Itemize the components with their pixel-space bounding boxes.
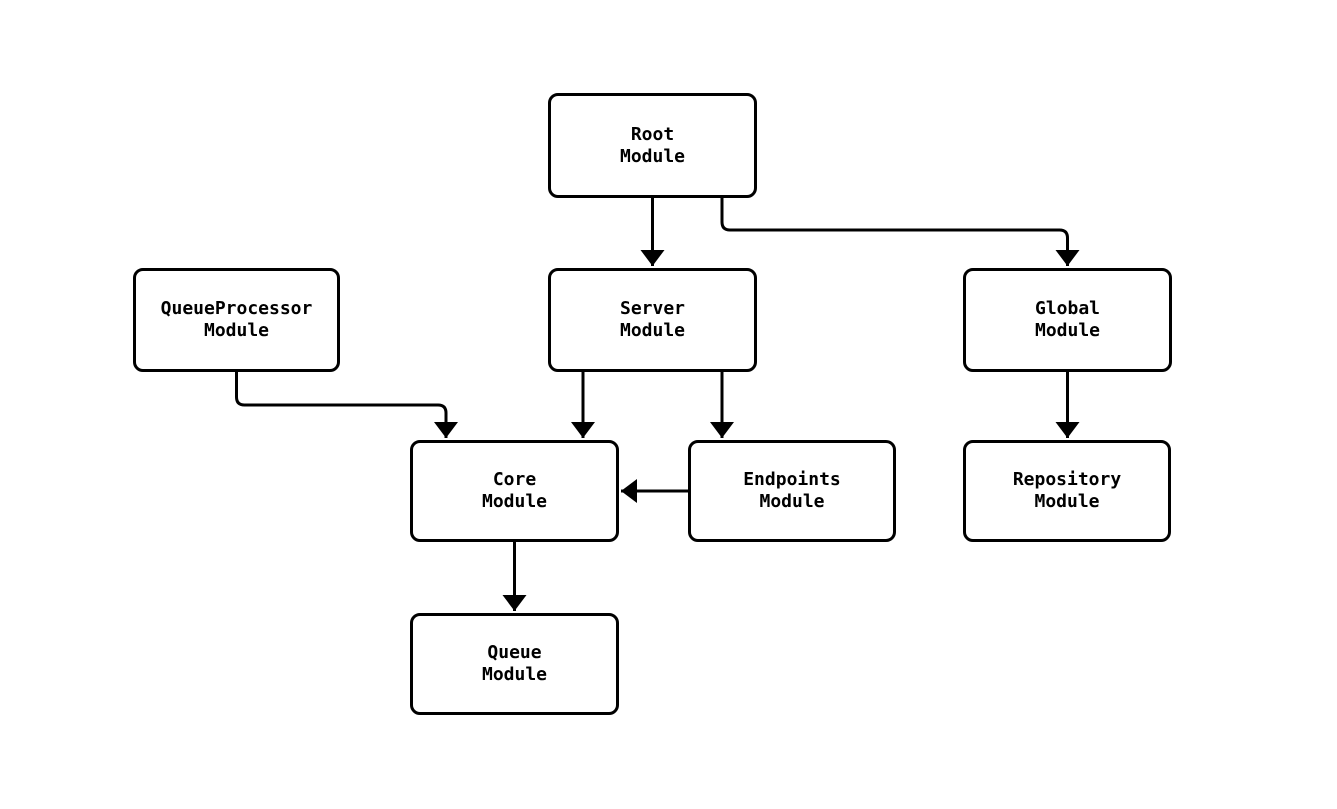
node-core-module: Core Module	[410, 440, 619, 542]
node-label-line2: Module	[481, 491, 548, 512]
node-label-line2: Module	[1034, 491, 1100, 512]
node-label-line1: QueueProcessor	[160, 298, 313, 319]
node-label-line2: Module	[1034, 320, 1101, 341]
node-repository-module: Repository Module	[963, 440, 1171, 542]
node-server-module: Server Module	[548, 268, 757, 372]
node-label-line1: Root	[630, 123, 675, 145]
node-label-line1: Global	[1034, 298, 1101, 319]
edge-queueprocessor-to-core	[235, 372, 458, 438]
node-label-line1: Server	[619, 298, 686, 319]
node-label-line2: Module	[619, 320, 686, 341]
node-label-line2: Module	[619, 145, 686, 167]
node-endpoints-module: Endpoints Module	[688, 440, 896, 542]
node-label-line2: Module	[759, 491, 825, 512]
node-label-line1: Core	[492, 469, 537, 490]
node-label-line1: Endpoints	[743, 469, 841, 490]
node-queueprocessor-module: QueueProcessor Module	[133, 268, 340, 372]
node-global-module: Global Module	[963, 268, 1172, 372]
node-queue-module: Queue Module	[410, 613, 619, 715]
node-label-line2: Module	[481, 664, 548, 685]
node-label-line2: Module	[203, 320, 270, 341]
node-label-line1: Repository	[1012, 469, 1122, 490]
node-label-line1: Queue	[487, 642, 542, 663]
edge-root-to-global	[720, 198, 1080, 266]
node-root-module: Root Module	[548, 93, 757, 198]
